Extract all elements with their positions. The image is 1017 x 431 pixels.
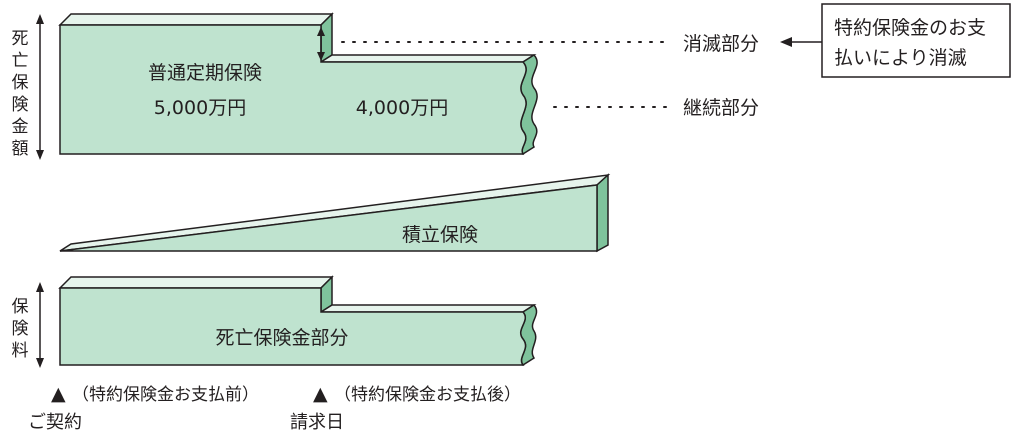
continuing-part-label: 継続部分	[683, 97, 759, 119]
note-line-1: 特約保険金のお支	[834, 17, 986, 39]
axis-char: 保	[12, 73, 29, 93]
axis-char: 料	[12, 341, 29, 361]
axis-char: 金	[12, 117, 29, 137]
contract-marker-icon: ▲	[51, 383, 66, 405]
contract-label: ご契約	[28, 412, 82, 431]
amount-before-claim: 5,000万円	[154, 97, 246, 119]
death-benefit-portion-block: 死亡保険金部分	[58, 275, 538, 367]
axis-char: 険	[12, 95, 29, 115]
term-insurance-block: 普通定期保険 5,000万円 4,000万円	[58, 12, 538, 156]
death-benefit-portion-label: 死亡保険金部分	[215, 327, 348, 349]
axis-char: 額	[12, 139, 29, 159]
note-line-2: 払いにより消滅	[834, 47, 967, 69]
amount-after-claim: 4,000万円	[356, 97, 448, 119]
axis-char: 死	[12, 29, 29, 49]
axis-char: 保	[12, 297, 29, 317]
savings-insurance-wedge: 積立保険	[59, 173, 611, 253]
extinguished-part-label: 消滅部分	[683, 33, 759, 55]
claim-note: （特約保険金お支払後）	[334, 385, 521, 405]
note-pointer-arrow	[780, 37, 822, 47]
premium-axis: 保 険 料	[12, 282, 44, 368]
axis-char: 険	[12, 319, 29, 339]
term-insurance-title: 普通定期保険	[148, 62, 262, 84]
timeline: ▲ （特約保険金お支払前） ご契約 ▲ （特約保険金お支払後） 請求日	[28, 383, 521, 431]
savings-insurance-label: 積立保険	[402, 224, 478, 246]
claim-marker-icon: ▲	[313, 383, 328, 405]
claim-date-label: 請求日	[290, 412, 344, 431]
death-benefit-axis: 死 亡 保 険 金 額	[12, 14, 44, 160]
contract-note: （特約保険金お支払前）	[72, 385, 259, 405]
note-box: 特約保険金のお支 払いにより消滅	[821, 3, 1011, 78]
reduction-arrow	[317, 27, 325, 61]
axis-char: 亡	[12, 51, 29, 71]
